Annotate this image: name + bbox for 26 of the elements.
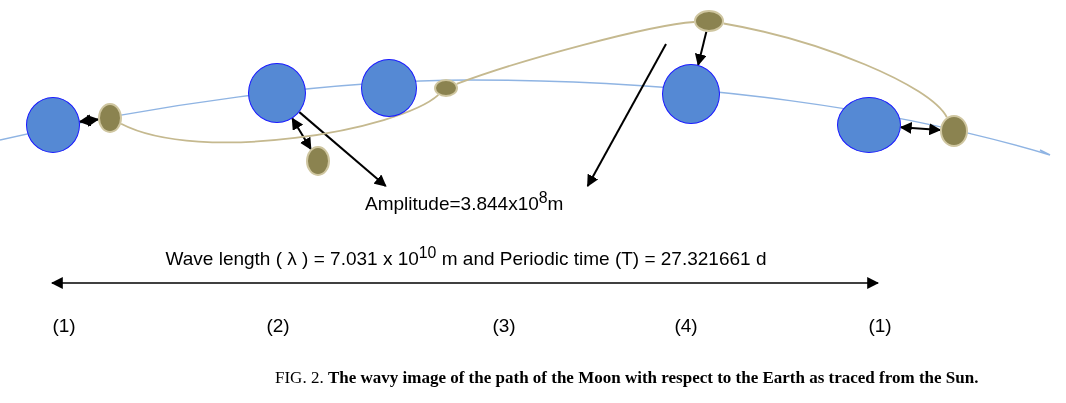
arrow: [586, 43, 667, 188]
arrow: [78, 114, 100, 127]
moon-ellipse: [694, 10, 724, 32]
position-label: (1): [52, 315, 76, 337]
moon-ellipse: [98, 103, 122, 133]
moon-ellipse: [434, 79, 458, 97]
position-label: (4): [674, 315, 698, 337]
earth-circle: [361, 59, 417, 117]
moon-orbit-path: [722, 22, 948, 119]
moon-orbit-path: [455, 21, 695, 85]
earth-circle: [248, 63, 306, 123]
wavelength-label: Wave length ( λ ) = 7.031 x 10$^{10}$ m and Periodic time (T) = 27.321661 d: [165, 244, 767, 271]
position-label: (2): [266, 315, 290, 337]
moon-ellipse: [940, 115, 968, 147]
position-label: (1): [868, 315, 892, 337]
arrow: [291, 117, 312, 151]
earth-circle: [837, 97, 901, 153]
arrow: [298, 111, 387, 187]
position-label: (3): [492, 315, 516, 337]
arrow: [694, 30, 708, 67]
earth-circle: [26, 97, 80, 153]
arrow: [899, 122, 942, 136]
moon-ellipse: [306, 146, 330, 176]
moon-orbit-path: [120, 94, 440, 144]
amplitude-label: Amplitude=3.844x10$^{8}$m: [365, 186, 564, 217]
figure-caption: FIG. 2. The wavy image of the path of the Moon with respect to the Earth as traced from the Sun.: [275, 368, 979, 388]
